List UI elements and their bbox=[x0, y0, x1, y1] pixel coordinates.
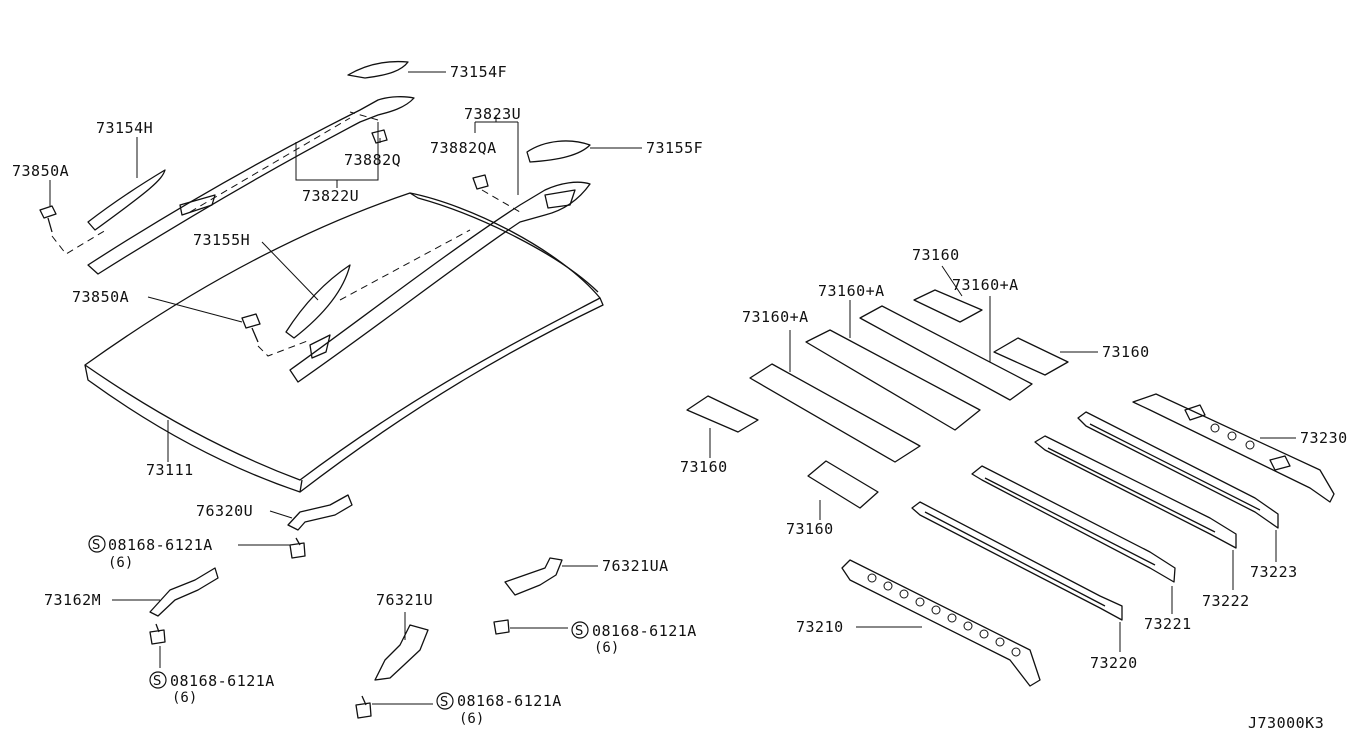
bolt-73850A-mid[interactable] bbox=[241, 313, 261, 343]
fastener-qty: (6) bbox=[172, 690, 197, 706]
roof-panel-73111[interactable] bbox=[84, 192, 604, 493]
rail-cover-73154H[interactable] bbox=[87, 169, 166, 231]
label-73160A-2: 73160+A bbox=[952, 276, 1019, 294]
label-73822U: 73822U bbox=[302, 187, 359, 205]
roof-bow-73210[interactable] bbox=[841, 559, 1041, 687]
pad-73160A-2[interactable] bbox=[805, 329, 981, 431]
label-73154F: 73154F bbox=[450, 63, 507, 81]
roof-rail-left[interactable] bbox=[87, 96, 415, 275]
svg-text:S: S bbox=[92, 538, 100, 553]
screw-1[interactable] bbox=[289, 537, 306, 559]
label-73154H: 73154H bbox=[96, 119, 153, 137]
roof-bow-73230[interactable] bbox=[1132, 393, 1335, 503]
label-73162M: 73162M bbox=[44, 591, 101, 609]
pad-73160-bottom[interactable] bbox=[807, 460, 879, 509]
label-73882QA: 73882QA bbox=[430, 139, 497, 157]
label-73222: 73222 bbox=[1202, 592, 1250, 610]
label-73220: 73220 bbox=[1090, 654, 1138, 672]
label-73210: 73210 bbox=[796, 618, 844, 636]
fastener-qty: (6) bbox=[108, 555, 133, 571]
label-73160-top: 73160 bbox=[912, 246, 960, 264]
label-73882Q: 73882Q bbox=[344, 151, 401, 169]
bolt-73850A-top[interactable] bbox=[39, 205, 57, 233]
standard-part-symbol bbox=[149, 671, 167, 689]
rail-cover-73155F[interactable] bbox=[526, 140, 591, 163]
leader-lines bbox=[49, 71, 1296, 705]
svg-text:S: S bbox=[153, 674, 161, 689]
clip-73882Q[interactable] bbox=[371, 129, 388, 144]
roof-bow-73222[interactable] bbox=[1034, 435, 1237, 549]
pad-73160-right[interactable] bbox=[993, 337, 1069, 376]
screw-4[interactable] bbox=[355, 695, 372, 719]
label-73230: 73230 bbox=[1300, 429, 1348, 447]
label-76321UA: 76321UA bbox=[602, 557, 669, 575]
fastener-part-number: 08168-6121A bbox=[108, 536, 213, 554]
fastener-callout-4: S 08168-6121A (6) bbox=[436, 692, 562, 727]
fastener-qty: (6) bbox=[459, 711, 484, 727]
pad-73160A-3[interactable] bbox=[749, 363, 921, 463]
label-76320U: 76320U bbox=[196, 502, 253, 520]
label-73155F: 73155F bbox=[646, 139, 703, 157]
roof-bow-73221[interactable] bbox=[971, 465, 1176, 583]
bracket-76320U[interactable] bbox=[287, 494, 353, 531]
standard-part-symbol bbox=[436, 692, 454, 710]
label-73160A-3: 73160+A bbox=[742, 308, 809, 326]
pad-73160A-1[interactable] bbox=[859, 305, 1033, 401]
label-73111: 73111 bbox=[146, 461, 194, 479]
fastener-callout-2: S 08168-6121A (6) bbox=[149, 671, 275, 706]
label-73160-right: 73160 bbox=[1102, 343, 1150, 361]
standard-part-symbol bbox=[88, 535, 106, 553]
svg-text:S: S bbox=[575, 624, 583, 639]
roof-bow-73223[interactable] bbox=[1077, 411, 1279, 529]
screw-2[interactable] bbox=[149, 623, 166, 645]
screw-3[interactable] bbox=[493, 619, 510, 635]
pad-73160-left[interactable] bbox=[686, 395, 759, 433]
fastener-part-number: 08168-6121A bbox=[457, 692, 562, 710]
label-73850A-top: 73850A bbox=[12, 162, 69, 180]
label-73223: 73223 bbox=[1250, 563, 1298, 581]
label-73160-left: 73160 bbox=[680, 458, 728, 476]
roof-rail-right[interactable] bbox=[289, 181, 591, 383]
label-73823U: 73823U bbox=[464, 105, 521, 123]
roof-bow-73220[interactable] bbox=[911, 501, 1123, 621]
label-73155H: 73155H bbox=[193, 231, 250, 249]
label-73850A-mid: 73850A bbox=[72, 288, 129, 306]
pad-73160-top[interactable] bbox=[913, 289, 983, 323]
label-73160A-1: 73160+A bbox=[818, 282, 885, 300]
fastener-part-number: 08168-6121A bbox=[592, 622, 697, 640]
bracket-76321U[interactable] bbox=[374, 624, 429, 681]
fastener-callout-3: S 08168-6121A (6) bbox=[571, 621, 697, 656]
svg-text:S: S bbox=[440, 695, 448, 710]
fastener-qty: (6) bbox=[594, 640, 619, 656]
fastener-callout-1: S 08168-6121A (6) bbox=[88, 535, 213, 571]
bracket-76321UA[interactable] bbox=[504, 557, 563, 596]
bracket-73162M[interactable] bbox=[149, 567, 219, 617]
clip-73882QA[interactable] bbox=[472, 174, 489, 190]
fastener-part-number: 08168-6121A bbox=[170, 672, 275, 690]
label-76321U: 76321U bbox=[376, 591, 433, 609]
label-73160-bottom: 73160 bbox=[786, 520, 834, 538]
diagram-code: J73000K3 bbox=[1248, 714, 1324, 732]
rail-cover-73155H[interactable] bbox=[285, 264, 351, 339]
rail-cover-73154F[interactable] bbox=[347, 60, 409, 79]
label-73221: 73221 bbox=[1144, 615, 1192, 633]
standard-part-symbol bbox=[571, 621, 589, 639]
